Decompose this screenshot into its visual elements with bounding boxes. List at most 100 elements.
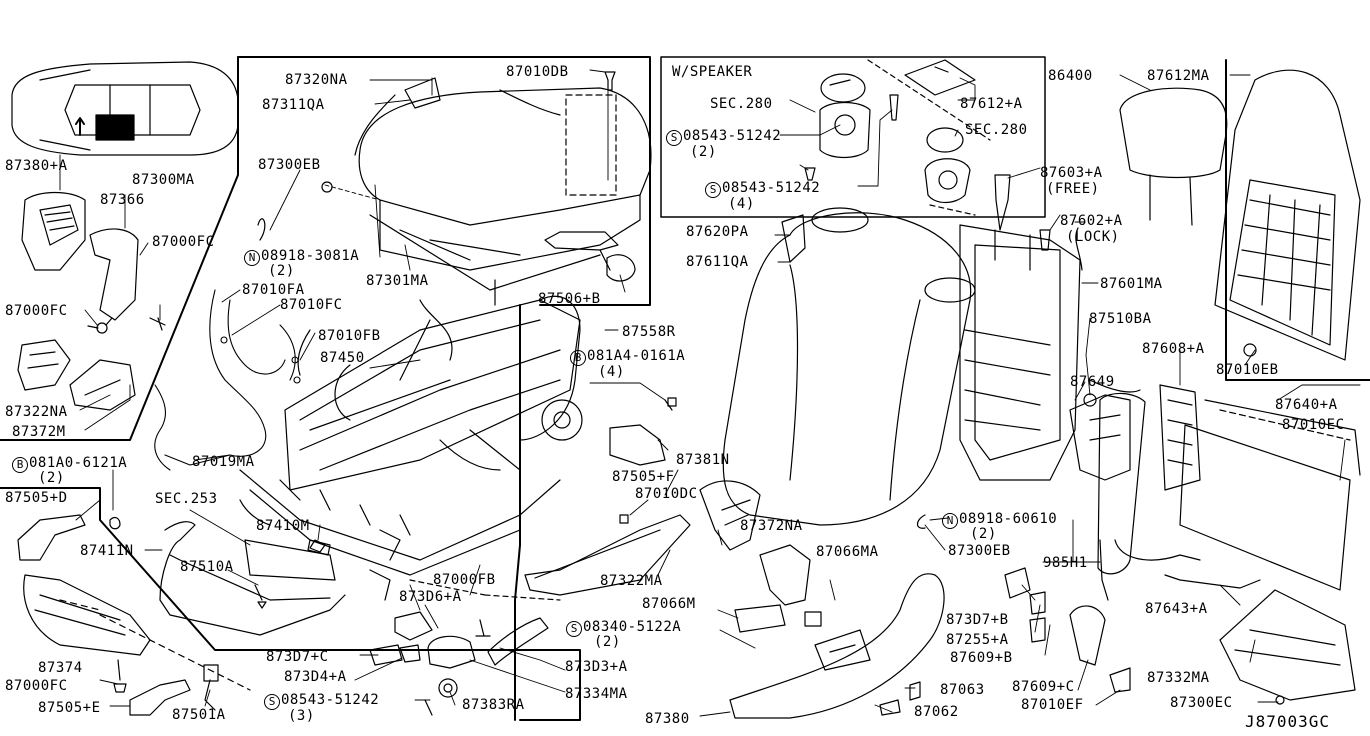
label-sec280-2: SEC.280 [965, 122, 1028, 138]
label-87010fc: 87010FC [280, 297, 343, 313]
label-87620pa: 87620PA [686, 224, 749, 240]
seat-back [722, 207, 1141, 526]
label-87066m: 87066M [642, 596, 696, 612]
label-87366: 87366 [100, 192, 145, 208]
label-87603a-qty: (FREE) [1046, 181, 1100, 197]
label-87374: 87374 [38, 660, 83, 676]
label-sec253: SEC.253 [155, 491, 218, 507]
label-87608a: 87608+A [1142, 341, 1205, 357]
circled-n-icon: N [942, 513, 958, 529]
label-87010fb: 87010FB [318, 328, 381, 344]
center-lower-parts [369, 231, 822, 716]
label-08543-51242-2-qty: (4) [728, 196, 755, 212]
label-87383ra: 87383RA [462, 697, 525, 713]
label-87066ma: 87066MA [816, 544, 879, 560]
label-87506b: 87506+B [538, 291, 601, 307]
label-081a0-6121a-qty: (2) [38, 470, 65, 486]
label-87649: 87649 [1070, 374, 1115, 390]
label-87601ma: 87601MA [1100, 276, 1163, 292]
label-87643a: 87643+A [1145, 601, 1208, 617]
section-frames [0, 56, 1370, 721]
label-08340-5122a-qty: (2) [594, 634, 621, 650]
label-sec280-1: SEC.280 [710, 96, 773, 112]
label-87450: 87450 [320, 350, 365, 366]
label-87381n: 87381N [676, 452, 730, 468]
label-87300eb-1: 87300EB [258, 157, 321, 173]
label-87000fc-1: 87000FC [152, 234, 215, 250]
label-87320na: 87320NA [285, 72, 348, 88]
headrest [1119, 87, 1228, 226]
label-87380: 87380 [645, 711, 690, 727]
label-08543-51242-1-qty: (2) [690, 144, 717, 160]
label-87640a: 87640+A [1275, 397, 1338, 413]
label-87322ma: 87322MA [600, 573, 663, 589]
label-873d3a: 873D3+A [565, 659, 628, 675]
label-87501a: 87501A [172, 707, 226, 723]
label-87010ec: 87010EC [1282, 417, 1345, 433]
label-w-speaker: W/SPEAKER [672, 64, 753, 80]
label-87609c: 87609+C [1012, 679, 1075, 695]
diagram-code: J87003GC [1245, 712, 1331, 731]
label-87558r: 87558R [622, 324, 676, 340]
label-87505e: 87505+E [38, 700, 101, 716]
lower-left-parts [17, 514, 346, 716]
label-873d4a: 873D4+A [284, 669, 347, 685]
label-87410m: 87410M [256, 518, 310, 534]
label-86400: 86400 [1048, 68, 1093, 84]
label-081a4-0161a-qty: (4) [598, 364, 625, 380]
label-87505f: 87505+F [612, 469, 675, 485]
label-87300ec: 87300EC [1170, 695, 1233, 711]
label-87010eb: 87010EB [1216, 362, 1279, 378]
label-08543-51242-b-qty: (3) [288, 708, 315, 724]
label-87510ba: 87510BA [1089, 311, 1152, 327]
seat-cushion [257, 71, 652, 306]
circled-b-icon: B [12, 457, 28, 473]
circled-b-icon: B [570, 350, 586, 366]
label-87510a: 87510A [180, 559, 234, 575]
label-87301ma: 87301MA [366, 273, 429, 289]
label-87372m: 87372M [12, 424, 66, 440]
right-components [879, 174, 1361, 716]
circled-s-icon: S [264, 694, 280, 710]
label-87334ma: 87334MA [565, 686, 628, 702]
label-87010fa: 87010FA [242, 282, 305, 298]
label-87602a: 87602+A [1060, 213, 1123, 229]
circled-n-icon: N [244, 250, 260, 266]
label-08918-3081a-qty: (2) [268, 263, 295, 279]
label-87612a: 87612+A [960, 96, 1023, 112]
side-shield [729, 573, 945, 719]
label-87611qa: 87611QA [686, 254, 749, 270]
label-87000fc-3: 87000FC [5, 678, 68, 694]
circled-s-icon: S [666, 130, 682, 146]
circled-s-icon: S [566, 621, 582, 637]
label-87372na: 87372NA [740, 518, 803, 534]
label-87612ma: 87612MA [1147, 68, 1210, 84]
label-87322na: 87322NA [5, 404, 68, 420]
label-87063: 87063 [940, 682, 985, 698]
label-985h1: 985H1 [1043, 555, 1088, 571]
label-87603a: 87603+A [1040, 165, 1103, 181]
label-87010ef: 87010EF [1021, 697, 1084, 713]
label-873d6a: 873D6+A [399, 589, 462, 605]
car-icon [11, 61, 239, 156]
label-87411n: 87411N [80, 543, 134, 559]
seat-back-board [1214, 69, 1361, 361]
speaker-inset-box [660, 56, 1046, 218]
speaker-parts [804, 59, 991, 216]
label-08918-60610-qty: (2) [970, 526, 997, 542]
label-87300ma: 87300MA [132, 172, 195, 188]
label-87000fb: 87000FB [433, 572, 496, 588]
label-87019ma: 87019MA [192, 454, 255, 470]
side-trim-parts [17, 191, 166, 411]
wire-harness [154, 289, 301, 471]
label-87300eb-2: 87300EB [948, 543, 1011, 559]
label-87010dc: 87010DC [635, 486, 698, 502]
label-87332ma: 87332MA [1147, 670, 1210, 686]
